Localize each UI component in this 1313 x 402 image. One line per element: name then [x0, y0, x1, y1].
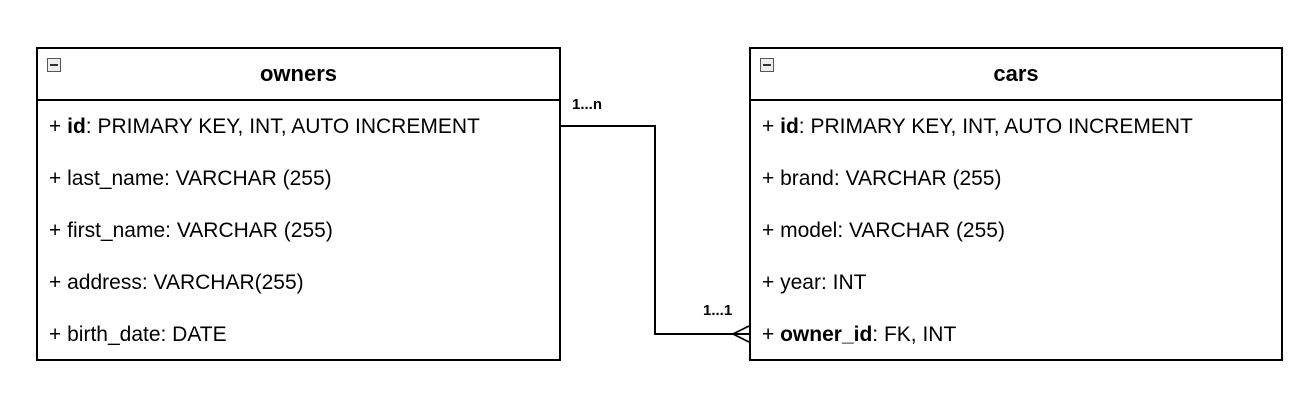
cars-field-list: + id: PRIMARY KEY, INT, AUTO INCREMENT+ … — [751, 101, 1281, 361]
owners-table[interactable]: owners + id: PRIMARY KEY, INT, AUTO INCR… — [36, 47, 561, 361]
field-type: : VARCHAR (255) — [837, 219, 1005, 242]
cars-field-row[interactable]: + year: INT — [751, 257, 1281, 309]
owners-field-row[interactable]: + birth_date: DATE — [38, 309, 559, 361]
owners-field-list: + id: PRIMARY KEY, INT, AUTO INCREMENT+ … — [38, 101, 559, 361]
field-type: : PRIMARY KEY, INT, AUTO INCREMENT — [798, 115, 1193, 138]
field-type: : VARCHAR(255) — [141, 271, 304, 294]
owners-table-title: owners — [259, 61, 338, 86]
owners-cardinality-label: 1...n — [572, 96, 603, 113]
cars-table-title: cars — [993, 61, 1039, 86]
field-prefix: + — [49, 271, 68, 294]
field-name: id — [67, 115, 86, 138]
field-name: owner_id — [780, 323, 873, 346]
field-prefix: + — [762, 219, 781, 242]
cars-cardinality-label: 1...1 — [703, 302, 733, 319]
field-prefix: + — [49, 115, 68, 138]
cars-field-row[interactable]: + id: PRIMARY KEY, INT, AUTO INCREMENT — [751, 101, 1281, 153]
owners-field-row[interactable]: + first_name: VARCHAR (255) — [38, 205, 559, 257]
field-prefix: + — [49, 167, 68, 190]
cars-table-header: cars — [751, 49, 1281, 101]
field-name: birth_date — [67, 323, 161, 346]
owners-field-row[interactable]: + address: VARCHAR(255) — [38, 257, 559, 309]
field-type: : FK, INT — [872, 323, 957, 346]
field-prefix: + — [762, 167, 781, 190]
field-name: first_name — [67, 219, 166, 242]
owners-field-row[interactable]: + last_name: VARCHAR (255) — [38, 153, 559, 205]
field-prefix: + — [762, 271, 781, 294]
cars-field-row[interactable]: + brand: VARCHAR (255) — [751, 153, 1281, 205]
field-name: address — [67, 271, 142, 294]
field-name: last_name — [67, 167, 164, 190]
cars-field-row[interactable]: + model: VARCHAR (255) — [751, 205, 1281, 257]
field-prefix: + — [49, 219, 68, 242]
field-name: brand — [780, 167, 834, 190]
cars-table[interactable]: cars + id: PRIMARY KEY, INT, AUTO INCREM… — [749, 47, 1283, 361]
owners-field-row[interactable]: + id: PRIMARY KEY, INT, AUTO INCREMENT — [38, 101, 559, 153]
collapse-icon[interactable] — [760, 58, 774, 72]
crows-foot-icon — [732, 325, 750, 343]
cars-field-row[interactable]: + owner_id: FK, INT — [751, 309, 1281, 361]
field-type: : DATE — [160, 323, 227, 346]
field-type: : VARCHAR (255) — [164, 167, 332, 190]
field-name: id — [780, 115, 799, 138]
field-type: : VARCHAR (255) — [833, 167, 1002, 190]
field-name: year — [780, 271, 821, 294]
field-prefix: + — [762, 323, 781, 346]
relationship-line — [561, 125, 749, 335]
field-type: : VARCHAR (255) — [165, 219, 333, 242]
field-name: model — [780, 219, 838, 242]
field-prefix: + — [762, 115, 781, 138]
field-type: : INT — [820, 271, 867, 294]
field-prefix: + — [49, 323, 68, 346]
owners-table-header: owners — [38, 49, 559, 101]
field-type: : PRIMARY KEY, INT, AUTO INCREMENT — [85, 115, 480, 138]
collapse-icon[interactable] — [47, 58, 61, 72]
